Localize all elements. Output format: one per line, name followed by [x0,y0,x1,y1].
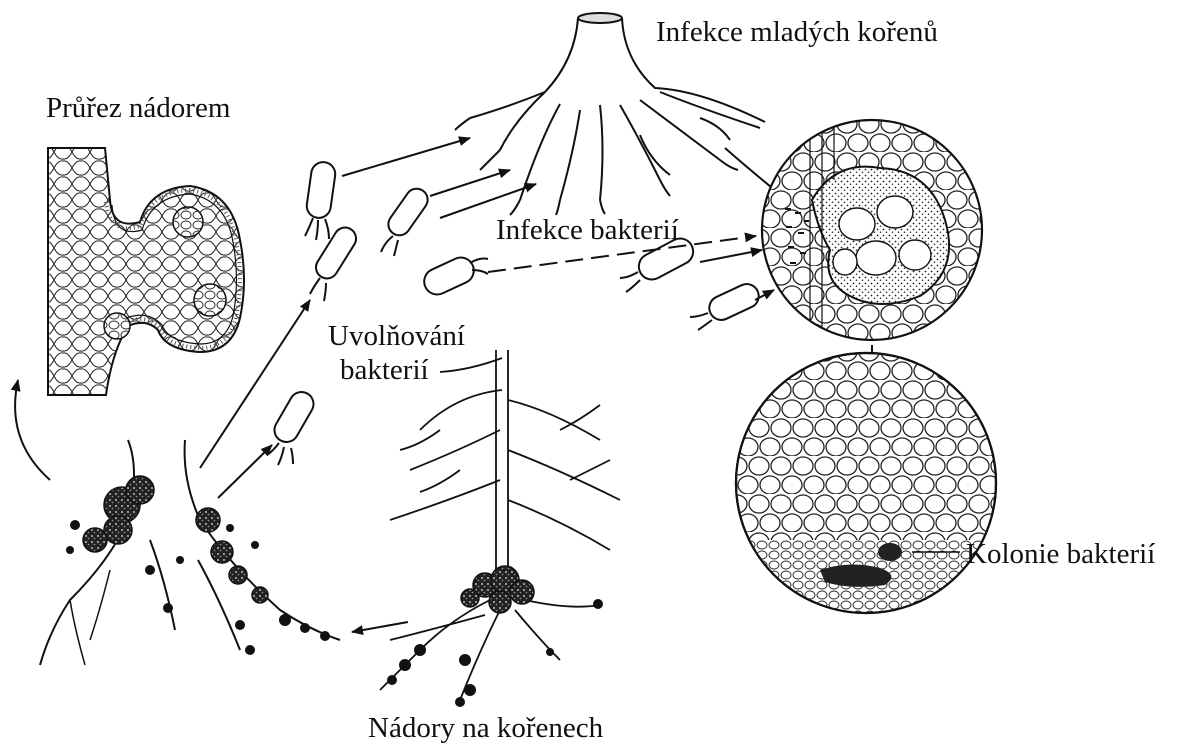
bacteria-group [267,161,763,465]
label-cross-section: Průřez nádorem [46,94,230,123]
tumor-cross-section [48,148,244,395]
bacterium-3 [312,223,360,282]
colony-magnified-circle [736,353,996,620]
label-root-tumors: Nádory na kořenech [368,714,603,743]
bacterium-5-flagella [620,272,640,292]
bacterium-6 [705,280,762,324]
bacterium-1-flagella [305,218,329,240]
arrow-to-cross-section [15,380,50,480]
label-release-line2: bakterií [340,356,429,385]
infection-magnified-circle [762,120,982,340]
bacterium-2 [384,184,432,239]
bacterium-7 [270,388,318,447]
tree-with-root-tumors [380,350,620,707]
bacterium-6-flagella [690,313,712,330]
label-young-root-infection: Infekce mladých kořenů [656,18,938,47]
bacterium-1 [305,161,337,220]
bacterium-3-flagella [310,278,326,301]
label-release-line1: Uvolňování [328,322,465,351]
bacterium-4 [420,253,478,299]
label-bacterial-infection: Infekce bakterií [496,216,679,245]
label-bacterial-colony: Kolonie bakterií [966,540,1155,569]
crown-gall-roots-left [40,440,340,665]
bacterium-2-flagella [381,236,398,256]
